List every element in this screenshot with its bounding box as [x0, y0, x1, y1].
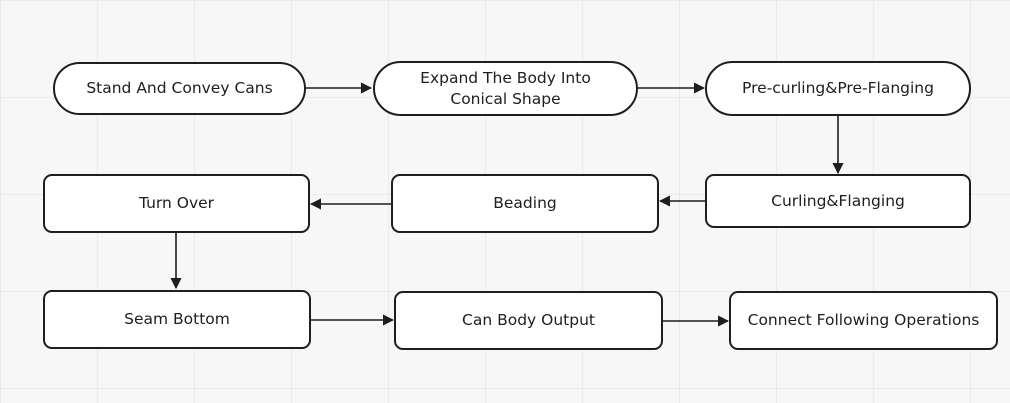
- node-label: Expand The Body Into Conical Shape: [420, 69, 591, 108]
- node-seam-bottom[interactable]: Seam Bottom: [43, 290, 311, 349]
- node-curling-flanging[interactable]: Curling&Flanging: [705, 174, 971, 228]
- node-label: Seam Bottom: [124, 310, 230, 329]
- node-label: Connect Following Operations: [747, 311, 980, 330]
- node-label: Beading: [493, 194, 557, 213]
- node-label: Can Body Output: [462, 311, 595, 330]
- node-label: Stand And Convey Cans: [86, 79, 273, 98]
- node-beading[interactable]: Beading: [391, 174, 659, 233]
- node-pre-curling-pre-flanging[interactable]: Pre-curling&Pre-Flanging: [705, 61, 971, 116]
- node-expand-body-conical[interactable]: Expand The Body Into Conical Shape: [373, 61, 638, 116]
- node-turn-over[interactable]: Turn Over: [43, 174, 310, 233]
- node-stand-and-convey-cans[interactable]: Stand And Convey Cans: [53, 62, 306, 115]
- node-label: Curling&Flanging: [771, 191, 905, 210]
- node-label: Turn Over: [138, 194, 215, 213]
- node-label: Pre-curling&Pre-Flanging: [742, 79, 934, 98]
- node-connect-following-operations[interactable]: Connect Following Operations: [729, 291, 998, 350]
- node-can-body-output[interactable]: Can Body Output: [394, 291, 663, 350]
